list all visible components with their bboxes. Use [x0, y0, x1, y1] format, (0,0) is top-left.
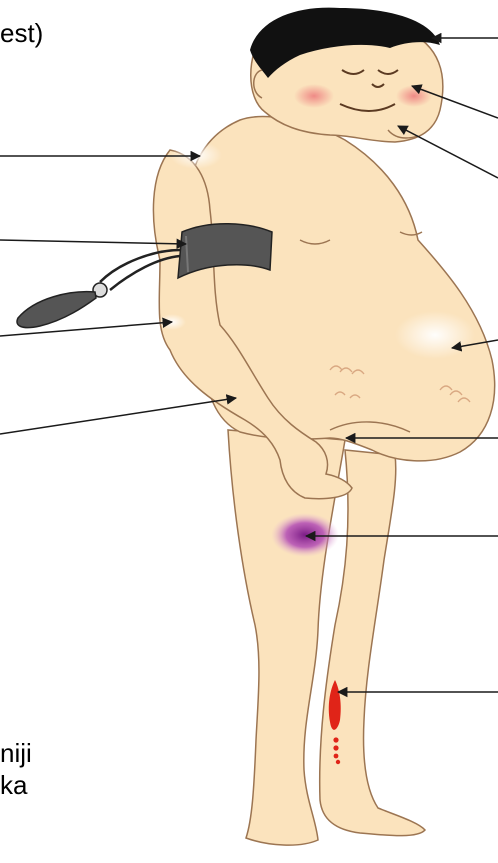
callout-chin [398, 126, 498, 178]
back-leg [320, 450, 425, 836]
callout-forearm [0, 398, 236, 434]
belly-highlight [395, 311, 475, 359]
shoulder-highlight [170, 141, 222, 169]
inflation-bulb-icon [17, 283, 107, 328]
cheek-left [294, 84, 334, 108]
cheek-right [396, 85, 432, 107]
bruise [271, 513, 339, 557]
